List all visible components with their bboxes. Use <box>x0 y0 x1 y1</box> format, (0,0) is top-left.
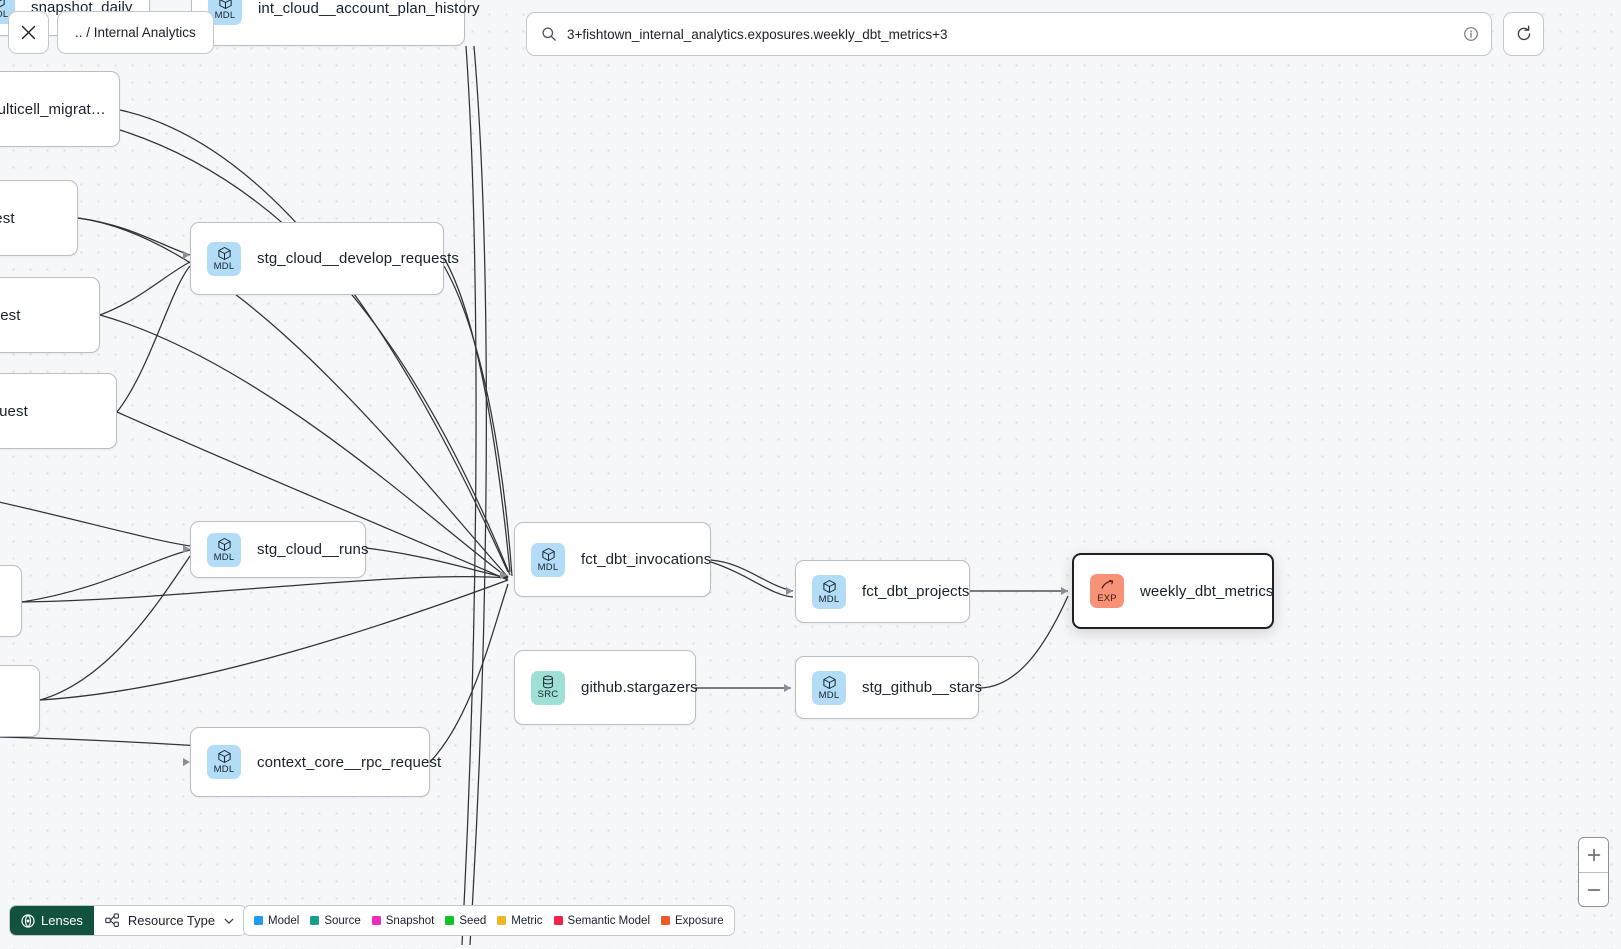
resource-type-icon <box>105 913 119 927</box>
node-label: multicell_migrat… <box>0 100 106 118</box>
close-icon <box>21 25 36 40</box>
legend-label: Model <box>268 914 300 927</box>
legend-item[interactable]: Metric <box>497 914 543 927</box>
search-input[interactable] <box>567 26 1463 42</box>
legend-item[interactable]: Source <box>310 914 361 927</box>
legend-label: Source <box>324 914 361 927</box>
breadcrumb[interactable]: .. / Internal Analytics <box>57 11 214 54</box>
lineage-node[interactable]: EXP weekly_dbt_metrics <box>1072 553 1274 629</box>
node-label: github.stargazers <box>581 679 698 696</box>
legend-item[interactable]: Seed <box>445 915 486 927</box>
refresh-button[interactable] <box>1503 12 1544 56</box>
search-icon <box>542 27 556 41</box>
lenses-label: Lenses <box>41 913 83 928</box>
close-button[interactable] <box>8 11 49 54</box>
lenses-button[interactable]: Lenses <box>10 906 94 935</box>
legend-item[interactable]: Exposure <box>661 915 724 927</box>
node-type-badge-label: MDL <box>537 561 559 573</box>
plus-icon <box>1587 848 1600 862</box>
lineage-node[interactable]: MDL_run <box>0 665 40 737</box>
resource-type-dropdown[interactable]: Resource Type <box>93 906 247 935</box>
cube-icon: MDL <box>812 670 846 705</box>
legend-label: Exposure <box>675 914 724 927</box>
node-label: stg_cloud__develop_requests <box>257 250 460 267</box>
node-type-badge-label: MDL <box>818 689 840 701</box>
search-bar[interactable] <box>526 12 1492 56</box>
cube-icon: MDL <box>207 532 241 567</box>
node-label: stg_github__stars <box>862 679 983 696</box>
node-type-badge-label: MDL <box>213 764 235 776</box>
node-label: _develop_request <box>0 402 28 420</box>
resource-type-legend: Model Source Snapshot Seed Metric Semantic Mo… <box>243 905 735 936</box>
lineage-node[interactable]: MDLvelop_request <box>0 277 100 353</box>
legend-label: Semantic Model <box>567 914 651 927</box>
node-label: velop_request <box>0 306 21 324</box>
node-label: p_request <box>0 209 15 227</box>
refresh-icon <box>1517 25 1530 41</box>
lens-icon <box>21 913 35 928</box>
node-label: weekly_dbt_metrics <box>1140 582 1274 600</box>
legend-swatch <box>553 916 563 925</box>
legend-item[interactable]: Semantic Model <box>553 914 651 927</box>
node-type-badge-label: EXP <box>1097 593 1117 605</box>
lineage-node[interactable]: MDL fct_dbt_invocations <box>514 522 711 597</box>
database-icon: SRC <box>531 670 565 705</box>
lens-toolbar-group: Lenses Resource Type <box>9 905 248 936</box>
legend-swatch <box>371 916 381 925</box>
lineage-node[interactable]: MDL_develop_request <box>0 373 117 449</box>
legend-label: Seed <box>459 914 487 927</box>
cube-icon: MDL <box>207 745 241 779</box>
lineage-node[interactable]: MDL int_cloud__account_plan_history <box>191 0 479 46</box>
cube-icon: MDL <box>812 574 846 609</box>
lineage-node[interactable]: MDLn <box>0 565 22 637</box>
node-label: stg_cloud__runs <box>257 541 369 558</box>
lineage-node[interactable]: MDL context_core__rpc_request <box>190 727 441 797</box>
lineage-node[interactable]: MDL stg_cloud__develop_requests <box>190 222 459 295</box>
node-label: fct_dbt_invocations <box>581 551 712 568</box>
chart-line-icon: EXP <box>1090 574 1124 608</box>
legend-swatch <box>445 916 455 925</box>
node-label: context_core__rpc_request <box>257 753 442 771</box>
legend-label: Snapshot <box>385 914 435 927</box>
minus-icon <box>1587 888 1600 891</box>
legend-swatch <box>254 916 263 925</box>
node-type-badge-label: SRC <box>537 689 559 701</box>
legend-item[interactable]: Snapshot <box>371 914 435 927</box>
legend-swatch <box>310 916 320 925</box>
lineage-node[interactable]: MDL stg_github__stars <box>795 656 983 719</box>
node-type-badge-label: MDL <box>818 593 840 605</box>
legend-swatch <box>661 916 671 925</box>
resource-type-label: Resource Type <box>127 913 216 928</box>
lineage-node[interactable]: MDLmulticell_migrat… <box>0 71 120 147</box>
zoom-out-button[interactable] <box>1579 872 1608 906</box>
node-type-badge-label: MDL <box>213 260 235 272</box>
node-label: fct_dbt_projects <box>862 583 970 600</box>
legend-swatch <box>497 916 507 925</box>
node-type-badge-label: MDL <box>213 551 235 563</box>
breadcrumb-label: .. / Internal Analytics <box>75 25 196 40</box>
lineage-node[interactable]: MDLp_request <box>0 180 78 256</box>
legend-label: Metric <box>511 914 543 927</box>
chevron-down-icon <box>224 918 234 924</box>
legend-item[interactable]: Model <box>254 915 299 927</box>
node-type-badge-label: MDL <box>214 10 236 22</box>
cube-icon: MDL <box>207 241 241 276</box>
lineage-node[interactable]: MDL stg_cloud__runs <box>190 521 369 578</box>
info-icon[interactable] <box>1463 26 1479 42</box>
cube-icon: MDL <box>531 542 565 577</box>
lineage-node[interactable]: MDL fct_dbt_projects <box>795 560 970 623</box>
zoom-in-button[interactable] <box>1579 838 1608 872</box>
zoom-controls <box>1578 837 1609 907</box>
lineage-node[interactable]: SRC github.stargazers <box>514 650 698 725</box>
node-label: int_cloud__account_plan_history <box>258 0 480 17</box>
node-type-badge-label: MDL <box>0 9 9 21</box>
